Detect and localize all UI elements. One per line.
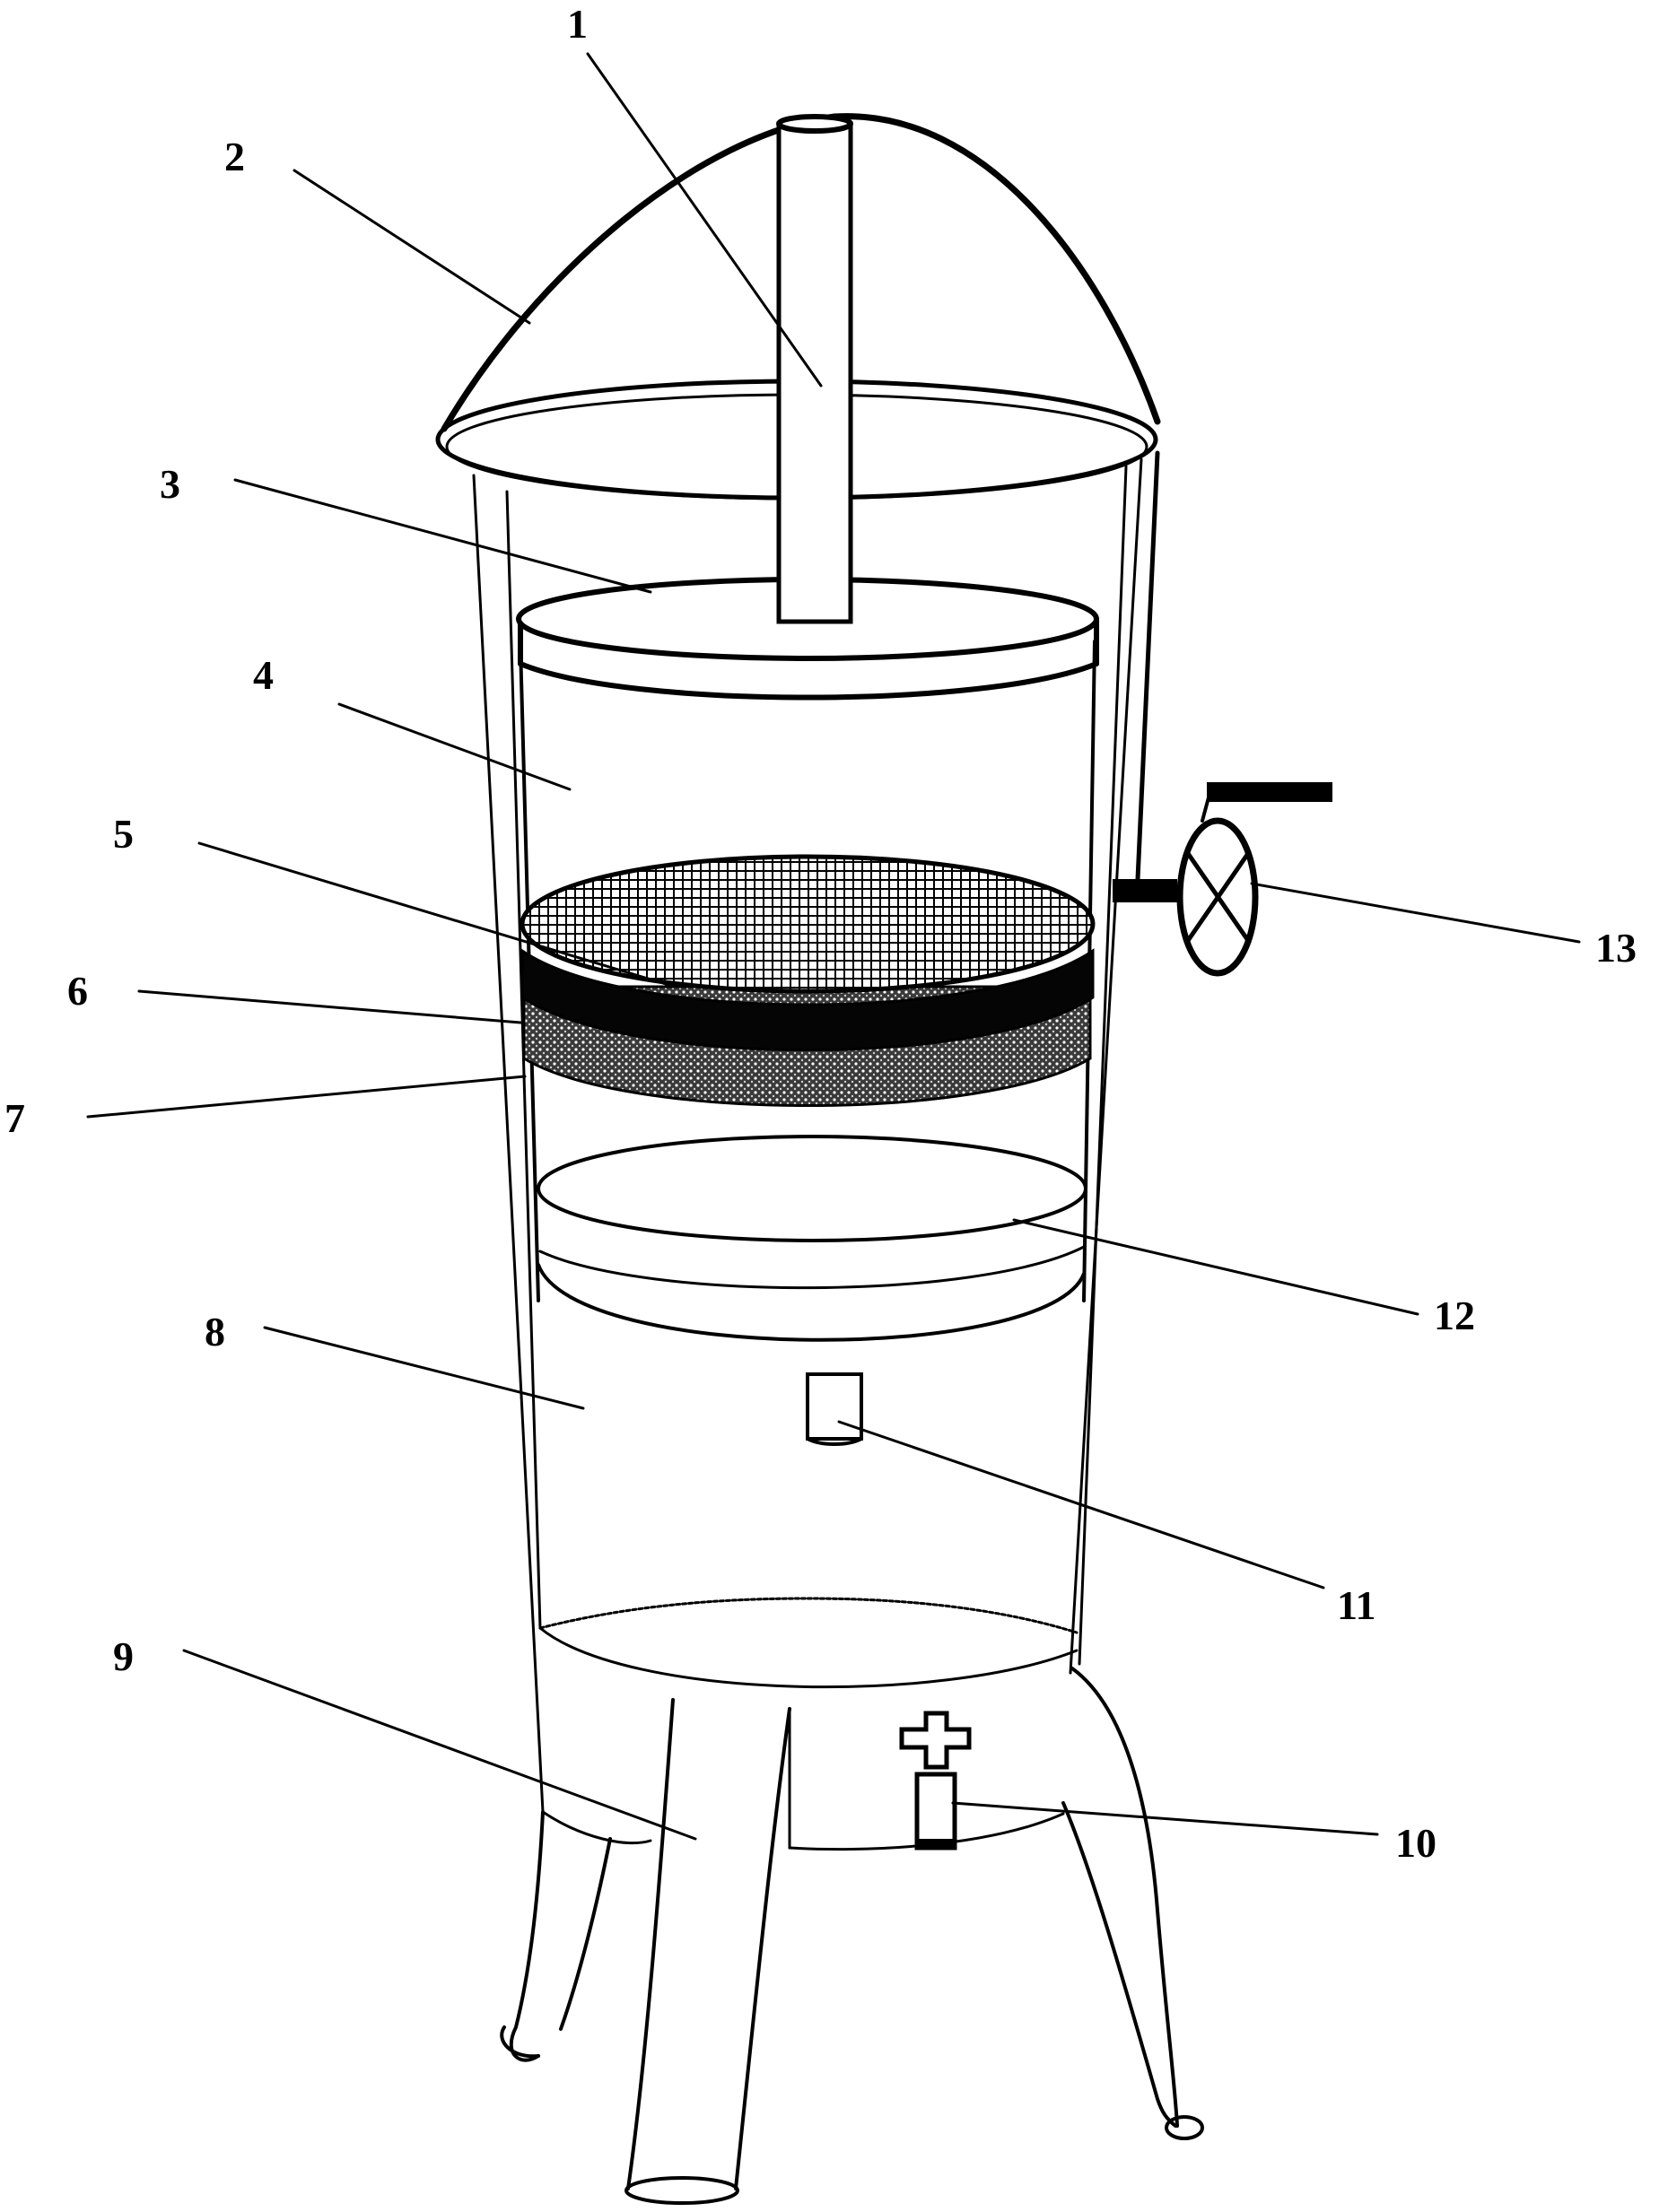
- label-1: 1: [567, 1, 588, 47]
- side-valve: [1113, 450, 1332, 977]
- leader-lines: [86, 52, 1581, 1841]
- label-8: 8: [205, 1309, 225, 1354]
- label-3: 3: [160, 461, 180, 507]
- label-11: 11: [1337, 1582, 1375, 1628]
- filter-mesh: [520, 854, 1096, 994]
- inlet-pipe: [776, 114, 853, 624]
- label-5: 5: [113, 811, 134, 857]
- label-2: 2: [224, 134, 245, 179]
- sealing-ring: [520, 948, 1095, 1051]
- filter-layers: [520, 854, 1096, 1107]
- collection-basin: [537, 1135, 1087, 1446]
- label-12: 12: [1434, 1293, 1475, 1338]
- drain-tap: [899, 1711, 972, 1851]
- support-legs: [500, 1667, 1204, 2205]
- callout-labels: 1 2 3 4 5 6 7 8 9 10 11 12 13: [4, 1, 1637, 1866]
- label-10: 10: [1395, 1820, 1437, 1866]
- label-13: 13: [1595, 925, 1637, 971]
- label-4: 4: [253, 652, 274, 698]
- outer-tank-body: [472, 457, 1143, 1845]
- label-6: 6: [67, 968, 88, 1014]
- basin-outlet: [806, 1372, 863, 1441]
- label-9: 9: [113, 1633, 134, 1679]
- label-7: 7: [4, 1095, 25, 1141]
